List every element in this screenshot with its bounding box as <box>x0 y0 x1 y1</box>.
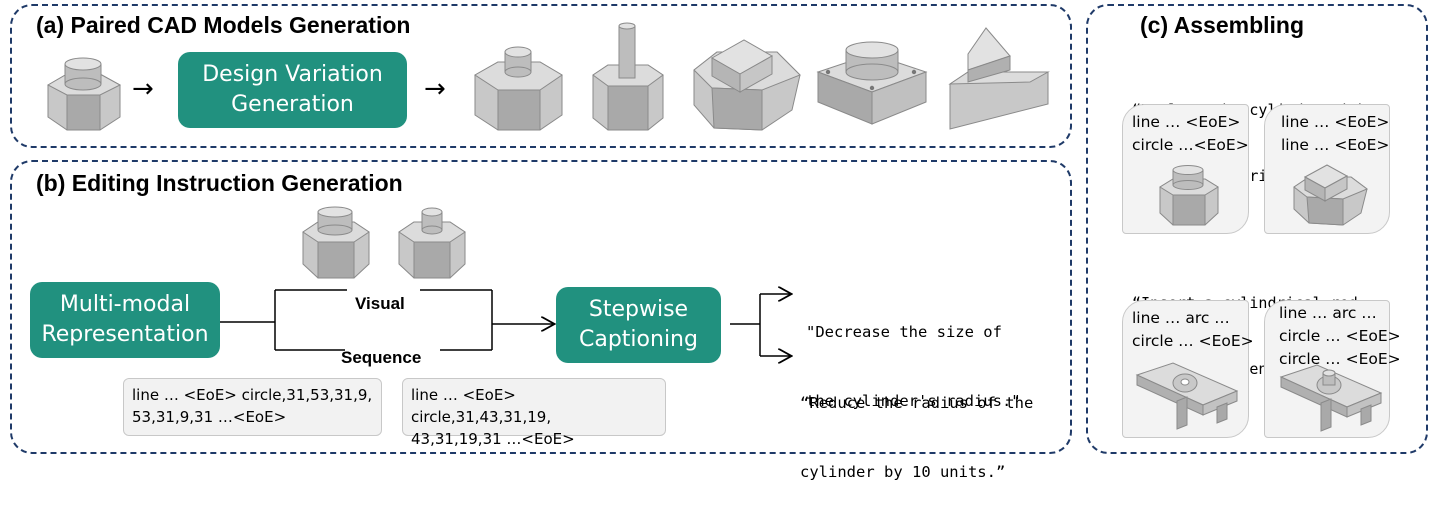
sequence-1-line-2: 53,31,9,31 …<EoE> <box>132 408 287 426</box>
cad-model-card-2 <box>1293 164 1368 226</box>
card-4-line-3: circle … <EoE> <box>1279 350 1401 368</box>
output-1-line-1: "Decrease the size of <box>806 323 1002 341</box>
card-3-line-1: line … arc … <box>1132 309 1230 327</box>
card-1-line-2: circle …<EoE> <box>1132 136 1249 154</box>
panel-b <box>10 160 1072 454</box>
output-1-line-2: the cylinder's radius." <box>806 392 1021 410</box>
right-arrow-icon: → <box>132 74 154 104</box>
panel-c <box>1086 4 1428 454</box>
output-instruction-1: "Decrease the size of the cylinder's rad… <box>806 275 1021 436</box>
card-4-line-1: line … arc … <box>1279 304 1377 322</box>
card-3-line-2: circle … <EoE> <box>1132 332 1254 350</box>
cad-variation-3 <box>693 39 801 131</box>
right-arrow-icon: → <box>424 74 446 104</box>
card-3-text: line … arc … circle … <EoE> <box>1132 307 1254 353</box>
assembly-card-4: line … arc … circle … <EoE> circle … <Eo… <box>1264 300 1401 438</box>
sequence-box-original: line … <EoE> circle,31,53,31,9, 53,31,9,… <box>123 378 382 436</box>
design-variation-generation-box: Design Variation Generation <box>178 52 407 128</box>
assembly-card-3: line … arc … circle … <EoE> <box>1122 300 1254 438</box>
cad-variation-1 <box>474 46 563 131</box>
multi-modal-line-1: Multi-modal <box>59 292 191 317</box>
panel-b-title: (b) Editing Instruction Generation <box>36 170 403 196</box>
cad-model-card-1 <box>1159 165 1219 226</box>
assembly-card-2: line … <EoE> line … <EoE> <box>1264 104 1390 234</box>
card-4-text: line … arc … circle … <EoE> circle … <Eo… <box>1279 302 1401 371</box>
cad-variation-5 <box>948 27 1050 130</box>
visual-branch-label: Visual <box>355 294 405 313</box>
sequence-1-line-1: line … <EoE> circle,31,53,31,9, <box>132 386 373 404</box>
card-1-line-1: line … <EoE> <box>1132 113 1241 131</box>
sequence-box-edited: line … <EoE> circle,31,43,31,19, 43,31,1… <box>402 378 666 448</box>
stepwise-line-2: Captioning <box>579 327 698 352</box>
cad-model-source <box>46 57 122 131</box>
panel-a <box>10 4 1072 148</box>
sequence-branch-label: Sequence <box>341 348 422 367</box>
multi-modal-representation-box: Multi-modal Representation <box>30 282 220 358</box>
assembly-card-1: line … <EoE> circle …<EoE> <box>1122 104 1249 234</box>
sequence-2-line-1: line … <EoE> circle,31,43,31,19, <box>411 386 552 426</box>
card-2-text: line … <EoE> line … <EoE> <box>1281 111 1389 157</box>
cad-variation-4 <box>816 41 928 125</box>
multi-modal-line-2: Representation <box>41 322 209 347</box>
sequence-2-line-2: 43,31,19,31 …<EoE> <box>411 430 575 448</box>
output-2-line-2: cylinder by 10 units.” <box>800 463 1006 481</box>
panel-a-title: (a) Paired CAD Models Generation <box>36 12 411 38</box>
panel-c-title: (c) Assembling <box>1140 12 1305 38</box>
cad-bracket-with-rod-icon <box>1279 364 1383 432</box>
cad-variation-2 <box>592 22 664 131</box>
cad-model-original <box>302 206 370 279</box>
design-variation-line-2: Generation <box>231 92 354 117</box>
card-2-line-2: line … <EoE> <box>1281 136 1390 154</box>
stepwise-captioning-box: Stepwise Captioning <box>556 287 721 363</box>
card-1-text: line … <EoE> circle …<EoE> <box>1132 111 1249 157</box>
output-instruction-2: “Reduce the radius of the cylinder by 10… <box>800 346 1033 507</box>
design-variation-line-1: Design Variation <box>202 62 383 87</box>
stepwise-line-1: Stepwise <box>588 297 689 322</box>
card-4-line-2: circle … <EoE> <box>1279 327 1401 345</box>
cad-bracket-icon <box>1135 362 1239 430</box>
output-2-line-1: “Reduce the radius of the <box>800 394 1034 412</box>
cad-model-edited <box>398 207 466 279</box>
card-2-line-1: line … <EoE> <box>1281 113 1390 131</box>
